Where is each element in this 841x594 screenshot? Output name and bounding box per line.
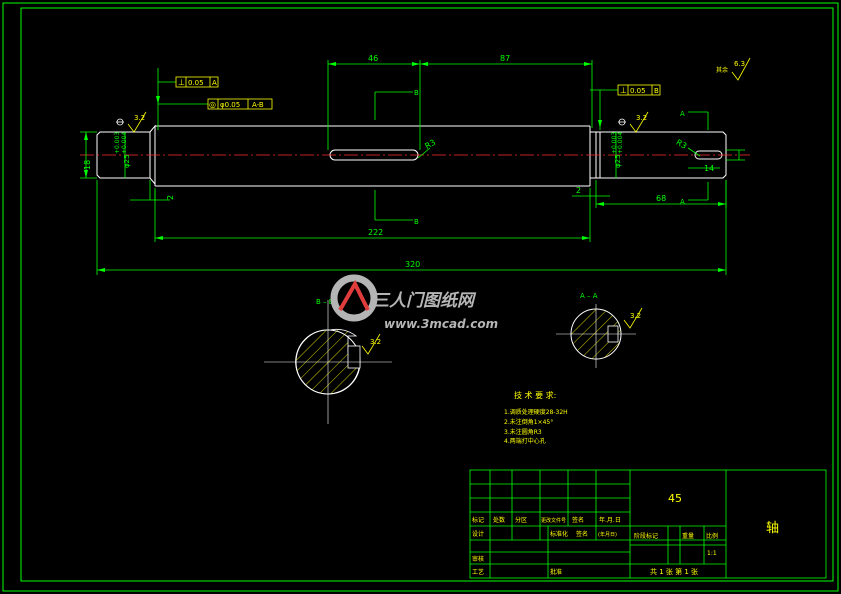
center-hole-marks [116,118,626,126]
shaft-main-view [80,124,750,187]
view-a-label: A – A [580,292,598,300]
tb-doc-no: 更改文件号 [541,517,566,524]
tb-process: 工艺 [472,568,484,576]
dim-2-right: 2 [576,186,581,195]
section-a-top: A [680,110,685,118]
rough-overall-label: 其余 [716,66,728,74]
section-view-b [264,300,392,424]
dim-320: 320 [405,260,420,269]
gdt-perp-right-symbol: ⊥ [620,86,627,95]
view-b-label: B – B [316,298,334,306]
gdt-perp-right [617,84,661,96]
tb-count: 处数 [493,516,505,524]
dimension-arrows [84,62,726,272]
gdt-perp-left [175,76,219,88]
dim-dia-left-tol-lower: +0.004 [121,132,128,154]
rough-section-a: 3.2 [630,312,641,320]
dim-dia-right-tol-upper: +0.003 [611,132,618,154]
gdt-conc-datum: A-B [252,101,264,109]
tech-title: 技 术 要 求: [514,390,556,400]
gdt-perp-left-symbol: ⊥ [178,78,185,87]
dim-46: 46 [368,54,378,63]
rough-overall: 6.3 [734,60,745,68]
dim-87: 87 [500,54,510,63]
rough-section-b: 3.2 [370,338,381,346]
dim-dia-right: φ25 [614,154,622,168]
gdt-conc-symbol: ◎ [209,100,216,109]
tech-item-4: 4.两端打中心孔 [504,437,546,445]
section-a-bottom: A [680,198,685,206]
dim-dia-right-tol-lower: +0.004 [617,132,624,154]
tb-weight: 重量 [682,532,694,540]
dim-2-left: 2 [166,195,175,200]
tb-material: 45 [668,492,682,505]
tech-item-3: 3.未注圆角R3 [504,428,542,436]
dim-18: 18 [83,160,92,170]
watermark-logo: 三人门图纸网 www.3mcad.com [330,274,498,331]
section-b-bottom: B [414,218,419,226]
dimension-lines [80,60,745,275]
dim-14: 14 [704,164,714,173]
rough-left: 3.2 [134,114,145,122]
dim-r3-right: R3 [675,138,689,151]
section-b-top: B [414,89,419,97]
tb-mark: 标记 [472,516,484,524]
gdt-conc-value: φ0.05 [220,101,240,109]
tb-scale: 比例 [706,532,718,540]
dim-222: 222 [368,228,383,237]
inner-frame [20,7,834,582]
dim-dia-left: φ25 [123,154,131,168]
section-markers [374,91,709,221]
tb-sign: 签名 [572,516,584,524]
gdt-concentricity [207,98,273,110]
gdt-perp-right-value: 0.05 [630,87,646,95]
dim-r3-left: R3 [423,138,437,151]
tb-sign2: 签名 [576,530,588,538]
tb-date2: (年月日) [598,531,617,538]
tb-date: 年.月.日 [599,516,621,524]
section-view-a [556,304,636,368]
tb-stage-mark: 阶段标记 [634,532,658,540]
tb-zone: 分区 [515,516,527,524]
watermark-brand: 三人门图纸网 [372,291,477,311]
watermark-url: www.3mcad.com [384,317,498,331]
dim-dia-left-tol-upper: +0.003 [114,132,121,154]
tb-approve: 批准 [550,568,562,576]
tb-design: 设计 [472,530,484,538]
gdt-perp-left-datum: A [212,79,217,87]
title-block [469,469,827,579]
tb-audit: 审核 [472,555,484,563]
roughness-symbols [127,57,751,355]
tech-item-2: 2.未注倒角1×45° [504,418,553,426]
gdt-perp-left-value: 0.05 [188,79,204,87]
rough-right: 3.2 [636,114,647,122]
tb-part-name: 轴 [766,521,779,536]
tech-item-1: 1.调质处理硬度28-32H [504,408,568,416]
tb-standardize: 标准化 [550,530,568,538]
tb-scale-value: 1:1 [707,550,717,557]
gdt-perp-right-datum: B [654,87,659,95]
tb-sheet-info: 共 1 张 第 1 张 [650,567,698,576]
tech-requirements: 技 术 要 求: 1.调质处理硬度28-32H 2.未注倒角1×45° 3.未注… [504,390,568,445]
dim-68: 68 [656,194,666,203]
